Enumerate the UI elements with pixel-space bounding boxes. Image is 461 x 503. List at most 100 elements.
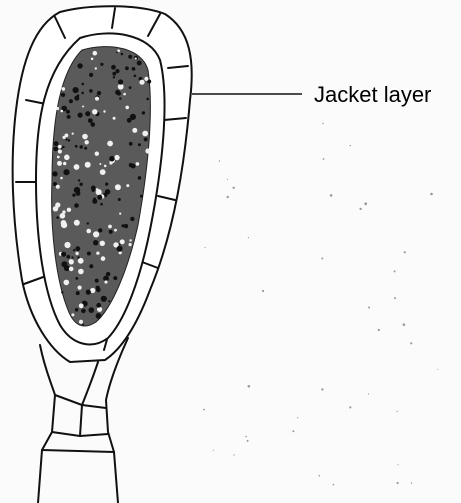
stipple-dot (74, 220, 80, 226)
stipple-dot (61, 93, 65, 97)
stipple-dot (122, 224, 125, 227)
stipple-dot (98, 228, 102, 232)
stipple-dot (135, 58, 137, 60)
stipple-dot (129, 239, 131, 241)
stipple-dot (87, 252, 91, 256)
jacket-layer-label: Jacket layer (314, 82, 431, 107)
stipple-dot (78, 258, 84, 264)
stipple-dot (74, 164, 80, 170)
stipple-dot (82, 106, 84, 108)
scan-speck (213, 450, 214, 451)
stipple-dot (142, 111, 145, 114)
scan-speck (204, 247, 205, 248)
stipple-dot (112, 72, 116, 76)
stipple-dot (85, 162, 91, 168)
scan-speck (410, 342, 412, 344)
stipple-dot (119, 213, 121, 215)
scan-speck (233, 454, 234, 455)
scan-speck (319, 475, 321, 477)
stipple-dot (96, 313, 102, 319)
stipple-dot (88, 118, 93, 123)
stipple-dot (117, 246, 123, 252)
stipple-dot (91, 122, 96, 127)
stipple-dot (73, 249, 75, 251)
stipple-dot (58, 145, 62, 149)
stipple-dot (82, 324, 84, 326)
stipple-dot (75, 308, 79, 312)
scan-speck (394, 270, 396, 272)
stipple-dot (72, 193, 75, 196)
stipple-dot (78, 113, 83, 118)
stipple-dot (125, 66, 129, 70)
scan-speck (397, 411, 398, 412)
stipple-dot (61, 291, 63, 293)
stipple-dot (118, 198, 121, 201)
stipple-dot (61, 252, 66, 257)
scan-speck (368, 393, 369, 394)
stipple-dot (97, 195, 102, 200)
stipple-dot (89, 89, 93, 93)
stipple-dot (79, 320, 83, 324)
stipple-dot (78, 286, 82, 290)
stipple-dot (95, 152, 99, 156)
stipple-dot (95, 97, 99, 101)
stipple-dot (131, 164, 136, 169)
stipple-dot (103, 110, 105, 112)
scan-speck (430, 193, 433, 196)
stipple-dot (66, 110, 70, 114)
stipple-dot (89, 73, 93, 77)
stipple-dot (66, 139, 68, 141)
stipple-dot (63, 136, 66, 139)
scan-speck (364, 202, 367, 205)
stipple-dot (106, 272, 110, 276)
scan-speck (394, 297, 396, 299)
stipple-dot (93, 198, 96, 201)
stipple-dot (96, 189, 102, 195)
stipple-dot (100, 169, 106, 175)
stipple-dot (71, 313, 74, 316)
stipple-dot (109, 230, 113, 234)
stipple-dot (95, 279, 99, 283)
stipple-dot (140, 195, 143, 198)
stipple-dot (129, 86, 132, 89)
stipple-dot (76, 291, 80, 295)
stipple-dot (86, 229, 91, 234)
stipple-dot (56, 185, 60, 189)
stipple-dot (74, 187, 80, 193)
stipple-dot (54, 141, 59, 146)
scan-speck (219, 160, 220, 161)
stipple-dot (99, 163, 101, 165)
stipple-dot (137, 61, 142, 66)
stipple-dot (115, 90, 120, 95)
stipple-dot (100, 63, 103, 66)
stipple-dot (85, 111, 90, 116)
stipple-dot (69, 99, 73, 103)
stipple-dot (117, 49, 120, 52)
stipple-dot (62, 146, 64, 148)
stipple-dot (105, 189, 110, 194)
scan-speck (437, 369, 438, 370)
stipple-dot (75, 246, 80, 251)
stipple-dot (67, 208, 71, 212)
stipple-dot (129, 142, 133, 146)
stipple-dot (69, 259, 74, 264)
scan-speck (397, 464, 398, 465)
scan-speck (349, 406, 351, 408)
stipple-dot (62, 87, 66, 91)
stipple-dot (53, 147, 58, 152)
scan-speck (411, 482, 412, 483)
stipple-dot (63, 162, 66, 165)
stipple-dot (108, 225, 112, 229)
stipple-dot (114, 229, 117, 232)
stipple-dot (142, 131, 148, 137)
scan-speck (227, 179, 228, 180)
scan-speck (359, 208, 361, 210)
stipple-dot (80, 183, 83, 186)
stipple-dot (52, 171, 57, 176)
stipple-dot (145, 148, 150, 153)
stipple-dot (85, 140, 89, 144)
stipple-dot (108, 300, 110, 302)
stipple-dot (84, 147, 87, 150)
stipple-dot (109, 156, 115, 162)
scan-speck (248, 237, 249, 238)
